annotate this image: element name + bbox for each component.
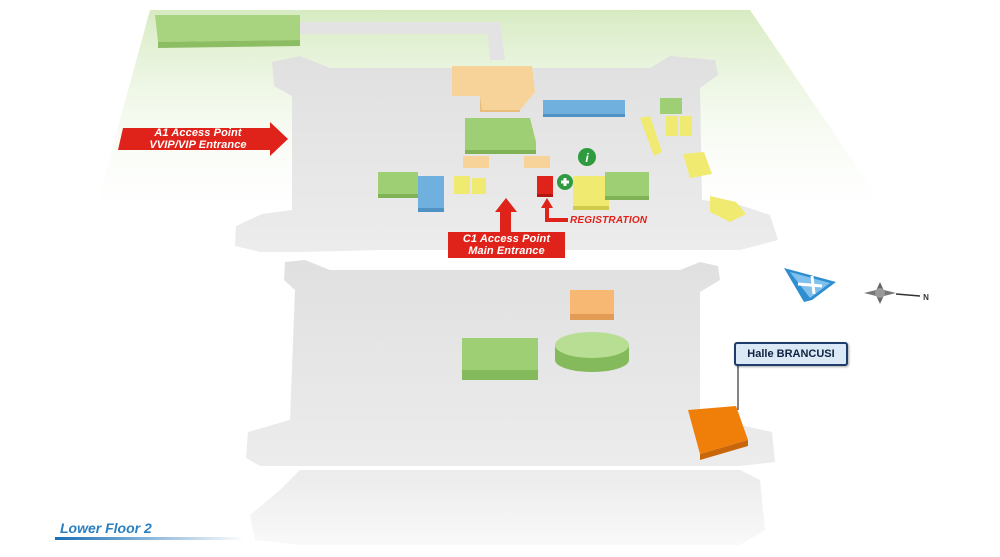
yellow-zone-ne-1 (666, 116, 678, 136)
yellow-zone-east (683, 152, 712, 178)
first-aid-icon[interactable] (557, 174, 573, 190)
yellow-zone-ne-2 (680, 116, 692, 136)
c1-callout-line2: Main Entrance (468, 245, 545, 257)
c1-callout: C1 Access Point Main Entrance (448, 233, 565, 257)
upper-zones (378, 66, 746, 222)
floor-label-underline (55, 537, 245, 540)
a1-callout: A1 Access Point VVIP/VIP Entrance (124, 127, 272, 151)
blue-zone-top (543, 100, 625, 114)
peach-zone-small-2 (524, 156, 550, 168)
green-zone-lower (462, 338, 538, 370)
floor-level-label: Lower Floor 2 (60, 520, 152, 536)
registration-label: REGISTRATION (570, 215, 648, 226)
c1-arrow (448, 198, 565, 258)
svg-text:i: i (585, 151, 589, 165)
yellow-zone-west-2 (472, 178, 486, 194)
halle-brancusi-block[interactable] (688, 406, 748, 454)
yellow-zone-strip (640, 116, 662, 156)
peach-zone-main (452, 66, 535, 110)
a1-callout-line2: VVIP/VIP Entrance (149, 139, 247, 151)
yellow-zone-west-1 (454, 176, 470, 194)
airport-icon[interactable] (784, 268, 836, 302)
a1-arrow (118, 122, 288, 156)
info-icon[interactable]: i (578, 148, 596, 166)
yellow-zone-se (710, 196, 746, 222)
c1-callout-line1: C1 Access Point (462, 233, 551, 245)
green-building-top (155, 15, 300, 42)
registration-arrow (545, 206, 568, 222)
a1-callout-line1: A1 Access Point (154, 127, 242, 139)
green-zone-center (465, 118, 536, 150)
peach-zone-main-side (480, 96, 520, 112)
yellow-zone-registration (573, 176, 609, 206)
registration-booth[interactable] (537, 176, 553, 194)
peach-zone-small-1 (463, 156, 489, 168)
peach-zone-lower (570, 290, 614, 314)
bottom-floor (250, 470, 765, 545)
walkway (300, 22, 505, 60)
compass-icon: N (864, 282, 929, 304)
green-zone-ne (660, 98, 682, 114)
green-zone-west (378, 172, 418, 194)
green-zone-east (605, 172, 649, 196)
halle-brancusi-badge[interactable]: Halle BRANCUSI (734, 342, 848, 366)
compass-north-letter: N (923, 293, 929, 302)
lower-zones (462, 290, 748, 460)
blue-zone-west (418, 176, 444, 208)
